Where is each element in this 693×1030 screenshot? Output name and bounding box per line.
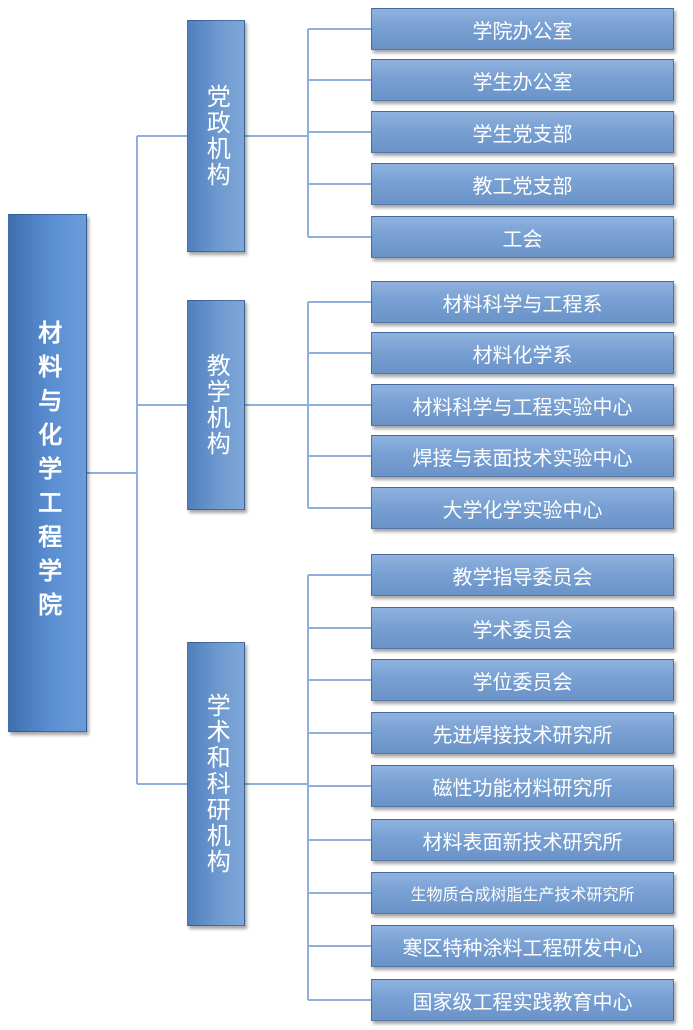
leaf-label: 寒区特种涂料工程研发中心: [402, 935, 643, 960]
leaf-node: 先进焊接技术研究所: [371, 712, 674, 754]
leaf-node: 生物质合成树脂生产技术研究所: [371, 872, 674, 914]
group-label: 教学机构: [202, 353, 231, 457]
group-label: 党政机构: [202, 84, 231, 188]
leaf-label: 学生党支部: [472, 121, 573, 146]
leaf-label: 材料科学与工程系: [442, 291, 603, 316]
leaf-label: 教学指导委员会: [452, 564, 593, 589]
leaf-node: 材料科学与工程系: [371, 281, 674, 323]
group-node-party-admin: 党政机构: [187, 20, 245, 252]
leaf-node: 工会: [371, 216, 674, 258]
leaf-label: 先进焊接技术研究所: [432, 722, 613, 747]
group-node-teaching: 教学机构: [187, 300, 245, 510]
leaf-label: 国家级工程实践教育中心: [412, 989, 633, 1014]
leaf-node: 学院办公室: [371, 8, 674, 50]
leaf-node: 教工党支部: [371, 163, 674, 205]
leaf-label: 焊接与表面技术实验中心: [412, 445, 633, 470]
leaf-node: 学生党支部: [371, 111, 674, 153]
root-label: 材料与化学工程学院: [33, 320, 62, 626]
leaf-label: 磁性功能材料研究所: [432, 775, 613, 800]
root-node: 材料与化学工程学院: [8, 214, 87, 732]
leaf-label: 学生办公室: [472, 69, 573, 94]
group-label: 学术和科研机构: [202, 693, 231, 875]
leaf-label: 学位委员会: [472, 669, 573, 694]
leaf-label: 教工党支部: [472, 173, 573, 198]
leaf-node: 学术委员会: [371, 607, 674, 649]
leaf-node: 材料表面新技术研究所: [371, 819, 674, 861]
leaf-label: 材料科学与工程实验中心: [412, 394, 633, 419]
group-node-academic-research: 学术和科研机构: [187, 642, 245, 926]
leaf-node: 大学化学实验中心: [371, 487, 674, 529]
leaf-label: 生物质合成树脂生产技术研究所: [410, 885, 635, 904]
leaf-label: 学院办公室: [472, 18, 573, 43]
leaf-node: 学位委员会: [371, 659, 674, 701]
leaf-label: 材料表面新技术研究所: [422, 829, 623, 854]
leaf-node: 材料科学与工程实验中心: [371, 384, 674, 426]
leaf-node: 国家级工程实践教育中心: [371, 979, 674, 1021]
leaf-node: 寒区特种涂料工程研发中心: [371, 925, 674, 967]
leaf-node: 磁性功能材料研究所: [371, 765, 674, 807]
leaf-node: 学生办公室: [371, 59, 674, 101]
leaf-label: 学术委员会: [472, 617, 573, 642]
leaf-node: 焊接与表面技术实验中心: [371, 435, 674, 477]
leaf-node: 教学指导委员会: [371, 554, 674, 596]
leaf-label: 大学化学实验中心: [442, 497, 603, 522]
leaf-label: 材料化学系: [472, 342, 573, 367]
leaf-label: 工会: [502, 226, 543, 251]
leaf-node: 材料化学系: [371, 332, 674, 374]
